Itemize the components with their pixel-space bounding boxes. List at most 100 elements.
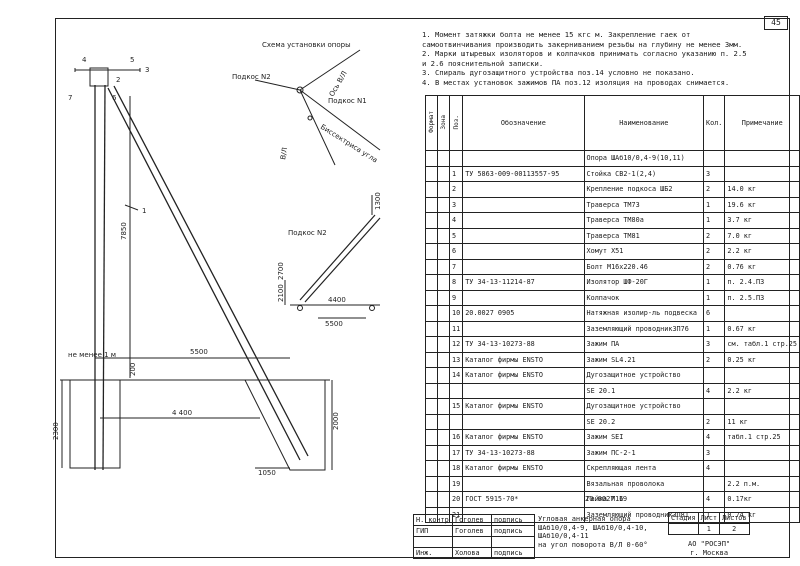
doc-description: Угловая анкерная опора ШАб10/0,4-9, ШАб1… xyxy=(538,515,648,549)
cell-format xyxy=(425,258,438,275)
cell-pos: 19 xyxy=(448,475,464,492)
doc-code: 20.0027 19 xyxy=(585,495,628,503)
cell-pos: 5 xyxy=(448,227,464,244)
callout-6: 6 xyxy=(112,94,117,102)
stage-value xyxy=(668,523,699,535)
cell-zone xyxy=(437,258,450,275)
cell-note: 0.25 кг xyxy=(724,351,800,368)
note-line: и 2.6 пояснительной записки. xyxy=(422,58,544,68)
cell-qty: 2 xyxy=(703,243,726,260)
cell-zone xyxy=(437,382,450,399)
cell-format xyxy=(425,305,438,322)
cell-qty: 4 xyxy=(703,491,726,508)
callout-7: 7 xyxy=(68,94,72,102)
cell-zone xyxy=(437,320,450,337)
cell-note: 7.0 кг xyxy=(724,227,800,244)
dim-1050: 1050 xyxy=(258,469,276,477)
cell-zone xyxy=(437,181,450,198)
cell-zone xyxy=(437,165,450,182)
specification-table: Формат Зона Поз. Обозначение Наименовани… xyxy=(425,95,800,523)
cell-qty xyxy=(703,367,726,384)
cell-zone xyxy=(437,336,450,353)
header-qty: Кол. xyxy=(703,95,726,151)
cell-designation xyxy=(462,243,585,260)
role-cell: Инж. xyxy=(413,547,453,559)
label-podkos-n2-detail: Подкос N2 xyxy=(288,229,327,237)
cell-zone xyxy=(437,444,450,461)
cell-qty: 1 xyxy=(703,212,726,229)
cell-qty: 3 xyxy=(703,444,726,461)
cell-zone xyxy=(437,491,450,508)
callout-2: 2 xyxy=(116,76,120,84)
cell-pos: 6 xyxy=(448,243,464,260)
cell-note xyxy=(724,444,800,461)
cell-format xyxy=(425,336,438,353)
cell-qty: 2 xyxy=(703,181,726,198)
cell-designation xyxy=(462,227,585,244)
cell-pos: 13 xyxy=(448,351,464,368)
header-format: Формат xyxy=(428,111,435,133)
page-number: 45 xyxy=(764,16,788,30)
cell-format xyxy=(425,196,438,213)
cell-note: 19.6 кг xyxy=(724,196,800,213)
cell-name: Зажим ПС-2-1 xyxy=(583,444,705,461)
cell-designation: ТУ 34-13-10273-88 xyxy=(462,444,585,461)
note-line: 4. В местах установок зажимов ПА поз.12 … xyxy=(422,77,730,87)
cell-designation: Каталог фирмы ENSTO xyxy=(462,367,585,384)
cell-qty: 4 xyxy=(703,429,726,446)
cell-format xyxy=(425,429,438,446)
sign-cell: подпись xyxy=(491,514,535,526)
sign-cell xyxy=(491,536,535,548)
cell-qty: 3 xyxy=(703,165,726,182)
cell-name: SE 20.1 xyxy=(583,382,705,399)
cell-zone xyxy=(437,398,450,415)
cell-note xyxy=(724,398,800,415)
cell-designation xyxy=(462,382,585,399)
cell-zone xyxy=(437,460,450,477)
cell-qty: 2 xyxy=(703,413,726,430)
sheets-value: 2 xyxy=(718,523,750,535)
cell-zone xyxy=(437,227,450,244)
callout-3: 3 xyxy=(145,66,149,74)
sheets-label: Листов xyxy=(718,512,750,524)
cell-designation: 20.0027 0905 xyxy=(462,305,585,322)
cell-note: 3.7 кг xyxy=(724,212,800,229)
cell-note xyxy=(724,460,800,477)
header-zone: Зона xyxy=(440,114,447,130)
notes: 1. Момент затяжки болта не менее 15 кгс … xyxy=(422,30,782,87)
cell-designation: Каталог фирмы ENSTO xyxy=(462,429,585,446)
spec-row: Опора ШАб10/0,4-9(10,11) xyxy=(425,150,800,167)
cell-zone xyxy=(437,212,450,229)
dim-200: 200 xyxy=(129,363,137,376)
cell-format xyxy=(425,491,438,508)
cell-qty: 1 xyxy=(703,320,726,337)
note-line: 3. Спираль дугозащитного устройства поз.… xyxy=(422,68,695,77)
cell-name: Стойка СВ2-1(2,4) xyxy=(583,165,705,182)
cell-name: Вязальная проволока xyxy=(583,475,705,492)
description-line: ШАб10/0,4-11 xyxy=(538,532,589,540)
cell-designation xyxy=(462,196,585,213)
cell-name: Крепление подкоса ШБ2 xyxy=(583,181,705,198)
role-cell: Н. контр xyxy=(413,514,453,526)
cell-format xyxy=(425,289,438,306)
cell-note: п. 2.4.ПЗ xyxy=(724,274,800,291)
cell-zone xyxy=(437,196,450,213)
cell-qty: 2 xyxy=(703,258,726,275)
description-line: ШАб10/0,4-9, ШАб10/0,4-10, xyxy=(538,523,648,532)
cell-pos: 3 xyxy=(448,196,464,213)
